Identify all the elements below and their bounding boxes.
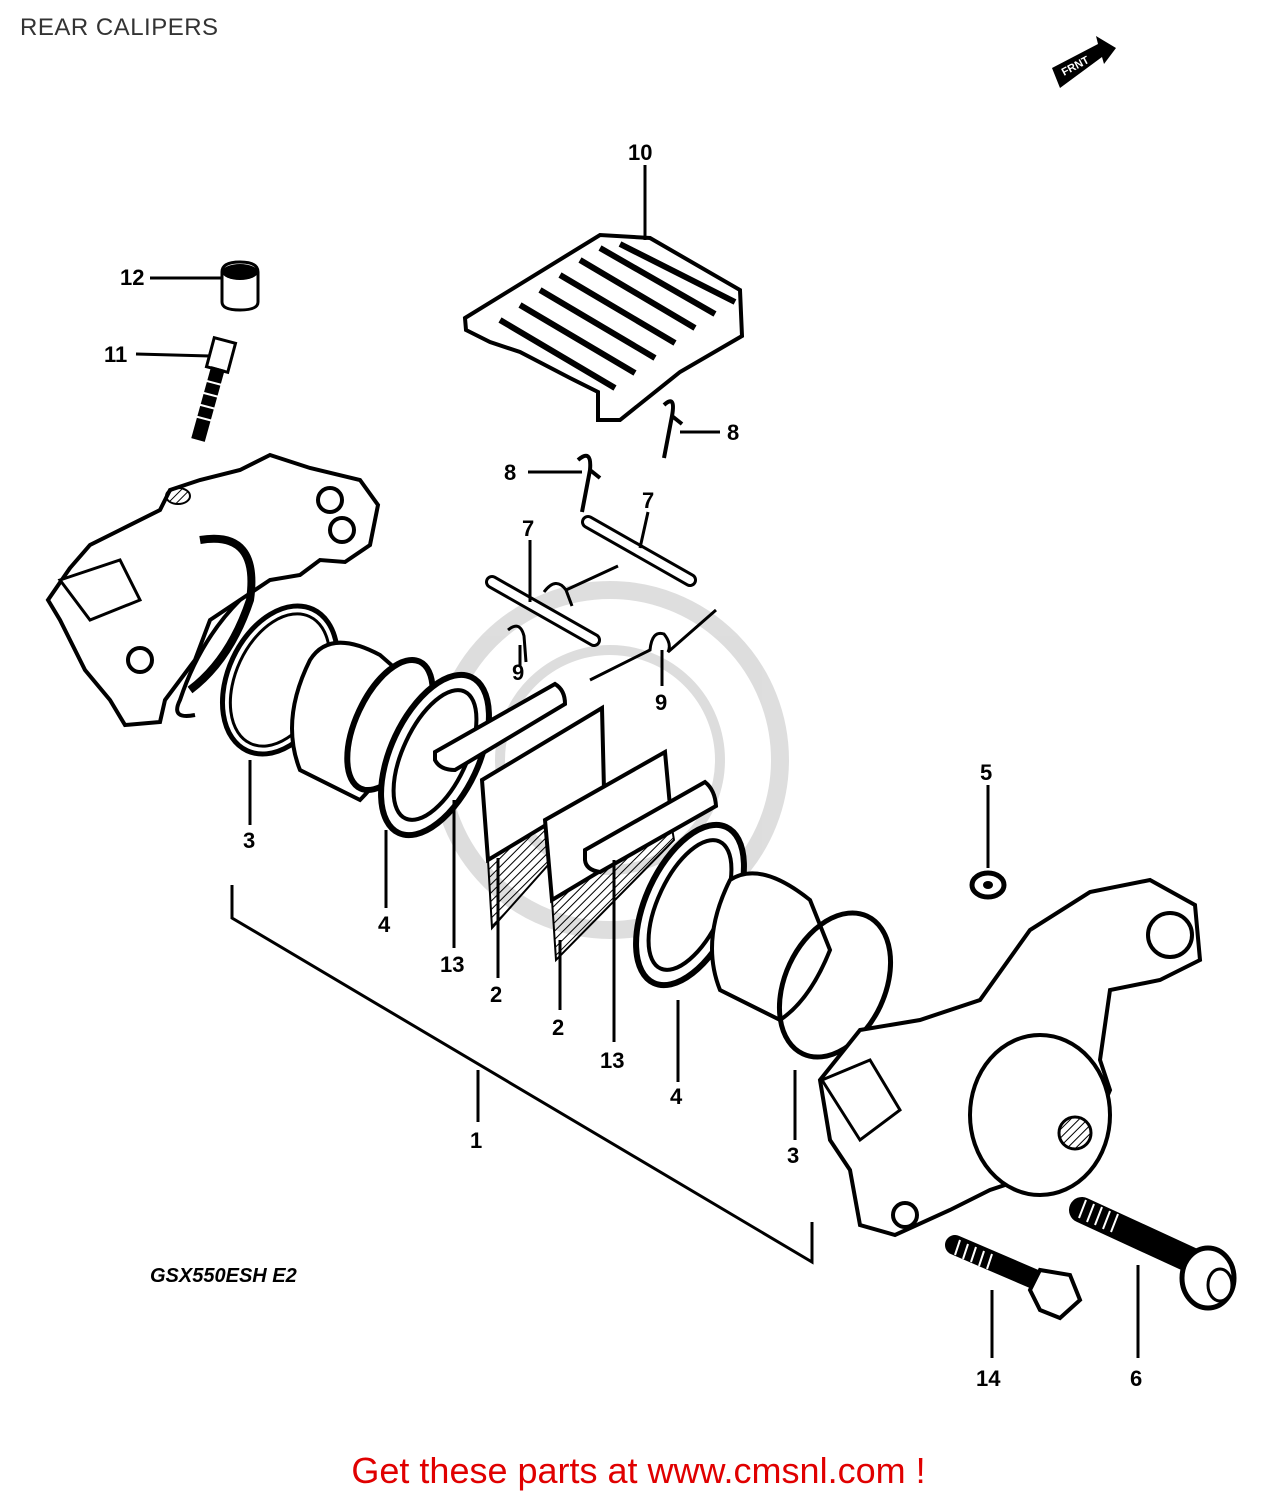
page-title: REAR CALIPERS <box>20 14 219 41</box>
model-code-label: GSX550ESH E2 <box>150 1265 297 1287</box>
pad-pin-part <box>485 515 697 647</box>
assembly-bracket <box>230 885 814 1265</box>
leader-lines <box>135 165 1140 1358</box>
washer-part <box>969 870 1007 900</box>
bleeder-cap-part <box>220 260 260 312</box>
cta-banner: Get these parts at www.cmsnl.com ! <box>0 1450 1277 1492</box>
callout-8-right: 8 <box>727 420 739 445</box>
callout-14: 14 <box>976 1366 1001 1391</box>
callout-13-left: 13 <box>440 952 464 977</box>
seal-part-right <box>776 910 894 1060</box>
right-caliper-housing <box>817 877 1203 1238</box>
callout-3-right: 3 <box>787 1143 799 1168</box>
caliper-pin-bolt-part <box>1069 1197 1237 1311</box>
callout-6: 6 <box>1130 1366 1142 1391</box>
callout-11: 11 <box>104 342 127 367</box>
piston-part-right <box>710 871 833 1023</box>
callout-3-left: 3 <box>243 828 255 853</box>
bleeder-valve-part <box>191 335 238 442</box>
cta-link[interactable]: Get these parts at www.cmsnl.com ! <box>351 1450 926 1491</box>
clip-part <box>576 399 684 513</box>
brake-pad-part <box>433 681 719 963</box>
callout-13-right: 13 <box>600 1048 624 1073</box>
callout-labels: 10 12 11 8 8 7 7 9 9 5 3 4 13 2 2 13 4 1… <box>104 140 1142 1391</box>
front-arrow-icon: FRNT <box>1052 36 1116 88</box>
callout-4-left: 4 <box>378 912 391 937</box>
callout-1: 1 <box>470 1128 482 1153</box>
parts-diagram: FRNT <box>45 36 1237 1391</box>
callout-12: 12 <box>120 265 144 290</box>
callout-8-left: 8 <box>504 460 516 485</box>
callout-9-left: 9 <box>512 660 524 685</box>
callout-7-left: 7 <box>522 516 534 541</box>
left-caliper-housing <box>45 452 381 728</box>
pad-spring-part <box>507 564 717 682</box>
pad-cover-part <box>462 232 745 422</box>
mounting-bolt-part <box>945 1235 1083 1321</box>
callout-10: 10 <box>628 140 652 165</box>
callout-7-right: 7 <box>642 488 654 513</box>
callout-5: 5 <box>980 760 992 785</box>
callout-2-right: 2 <box>552 1015 564 1040</box>
callout-9-right: 9 <box>655 690 667 715</box>
callout-4-right: 4 <box>670 1084 683 1109</box>
callout-2-left: 2 <box>490 982 502 1007</box>
